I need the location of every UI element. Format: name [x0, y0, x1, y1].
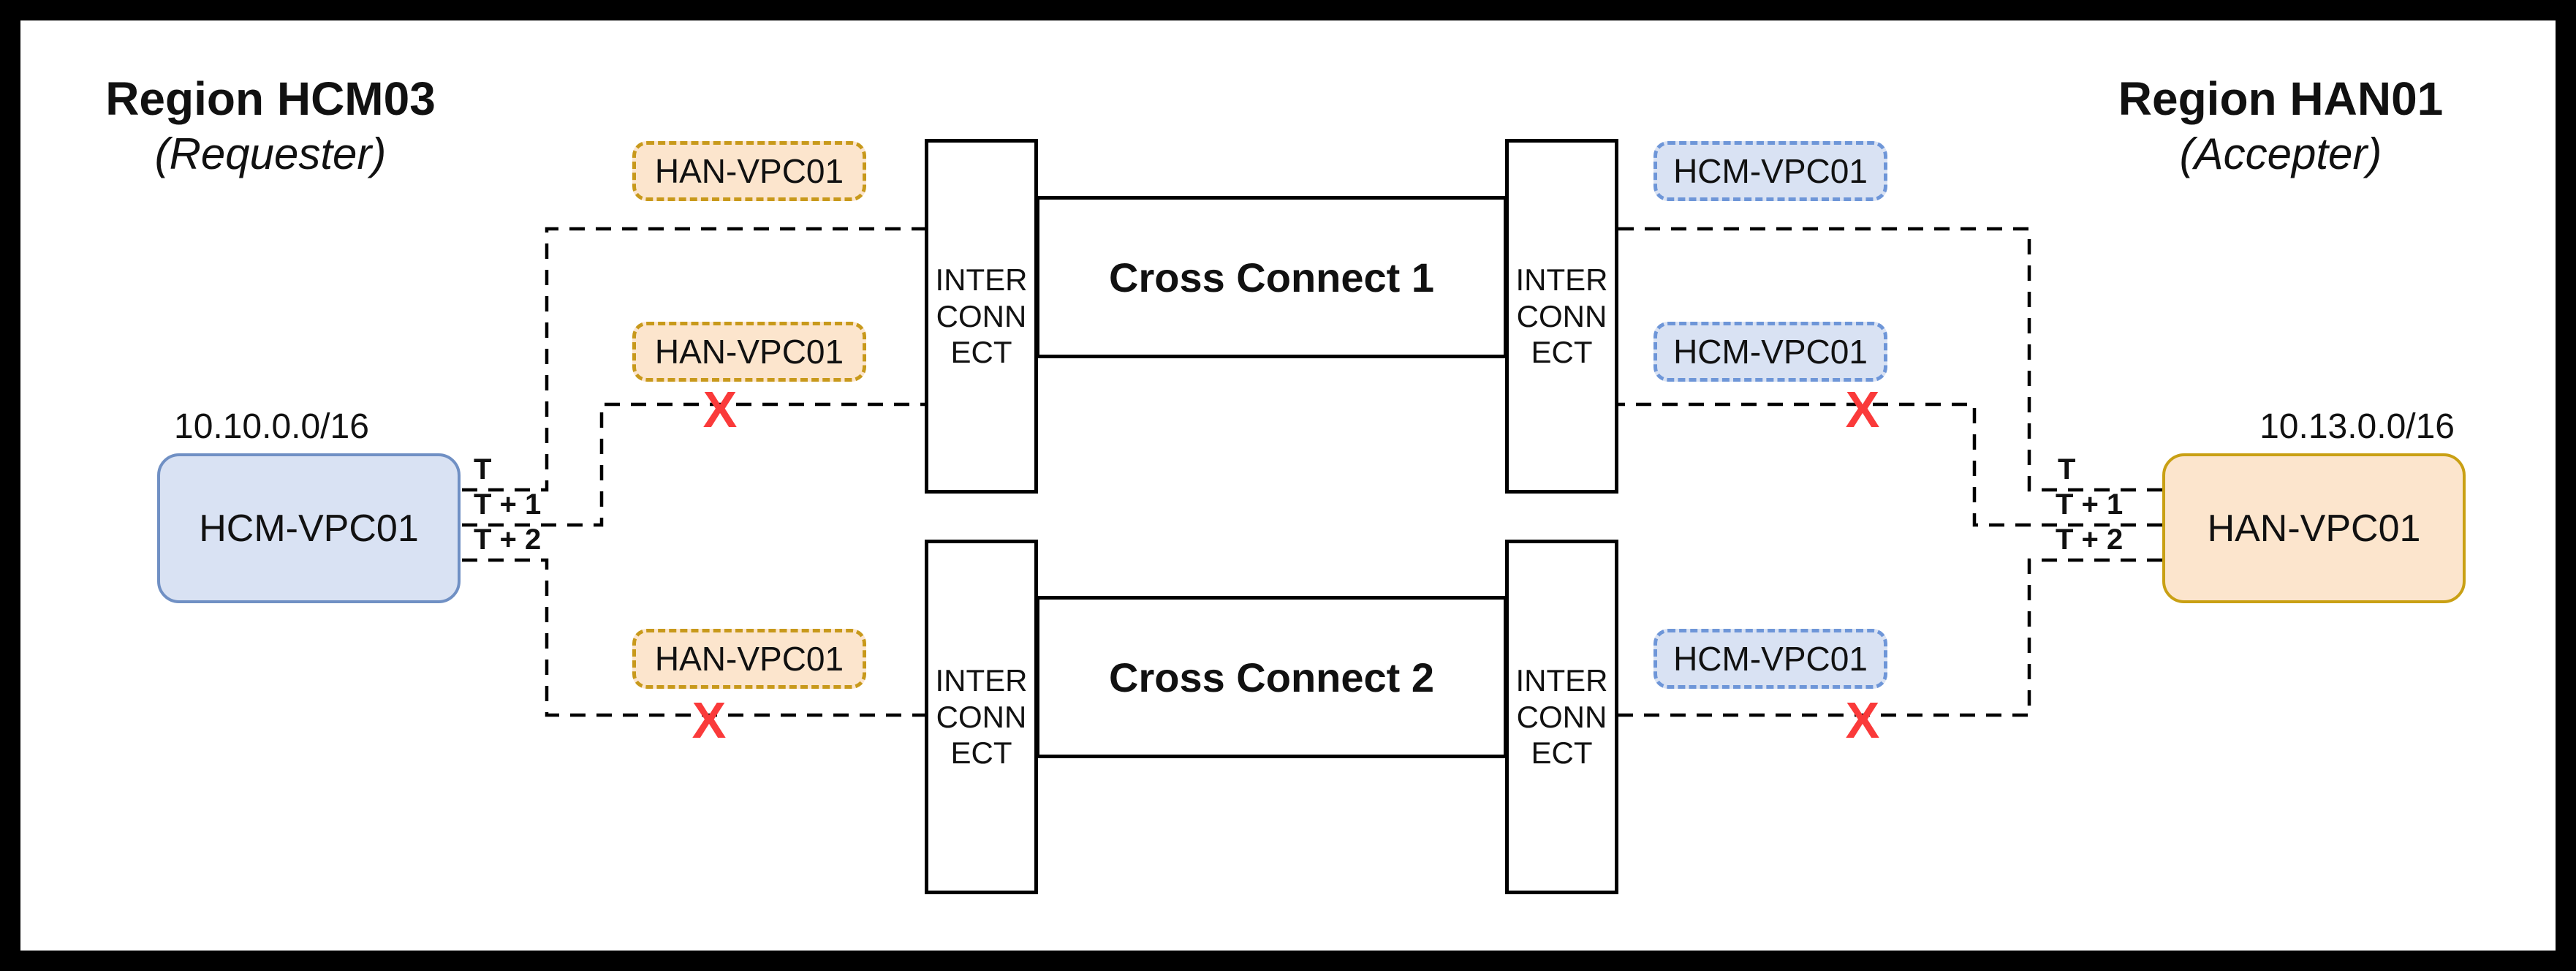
- failure-x-right-t2: X: [1845, 692, 1880, 749]
- peering-badge-han-t-label: HAN-VPC01: [654, 152, 844, 190]
- route-t-right: [1618, 227, 2162, 492]
- peering-badge-hcm-t: HCM-VPC01: [1653, 141, 1887, 201]
- region-title-right: Region HAN01: [2118, 72, 2444, 125]
- route-t2-left: [462, 558, 925, 717]
- vpc-box-hcm-label: HCM-VPC01: [199, 507, 419, 550]
- cross-connect-1-box: Cross Connect 1: [1036, 196, 1507, 358]
- interconnect-cc2-right: INTER CONN ECT: [1505, 540, 1618, 894]
- interconnect-cc1-left: INTER CONN ECT: [925, 139, 1038, 494]
- vpc-box-hcm: HCM-VPC01: [157, 453, 461, 603]
- timeline-label-t2-left: T + 2: [474, 524, 542, 556]
- timeline-label-t-right: T: [2058, 453, 2076, 486]
- failure-x-left-t1: X: [702, 381, 738, 438]
- failure-x-right-t1: X: [1845, 381, 1880, 438]
- peering-badge-hcm-t2: HCM-VPC01: [1653, 629, 1887, 689]
- peering-badge-han-t1: HAN-VPC01: [632, 322, 866, 382]
- peering-badge-han-t1-label: HAN-VPC01: [654, 333, 844, 371]
- peering-badge-han-t2-label: HAN-VPC01: [654, 640, 844, 678]
- interconnect-cc2-left: INTER CONN ECT: [925, 540, 1038, 894]
- cidr-label-left: 10.10.0.0/16: [174, 407, 369, 446]
- region-subtitle-right: (Accepter): [2179, 129, 2382, 178]
- region-subtitle-left: (Requester): [154, 129, 387, 178]
- timeline-label-t-left: T: [474, 453, 492, 486]
- peering-badge-han-t2: HAN-VPC01: [632, 629, 866, 689]
- peering-badge-hcm-t2-label: HCM-VPC01: [1673, 640, 1868, 678]
- timeline-label-t2-right: T + 2: [2056, 524, 2124, 556]
- cidr-label-right: 10.13.0.0/16: [2259, 407, 2455, 446]
- failure-x-left-t2: X: [692, 692, 727, 749]
- region-title-left: Region HCM03: [105, 72, 436, 125]
- route-t1-left: [462, 402, 925, 527]
- cross-connect-1-label: Cross Connect 1: [1109, 254, 1434, 301]
- timeline-label-t1-left: T + 1: [474, 488, 542, 521]
- peering-badge-hcm-t1-label: HCM-VPC01: [1673, 333, 1868, 371]
- peering-badge-hcm-t-label: HCM-VPC01: [1673, 152, 1868, 190]
- route-t-left: [462, 227, 925, 492]
- interconnect-cc1-right: INTER CONN ECT: [1505, 139, 1618, 494]
- vpc-box-han: HAN-VPC01: [2162, 453, 2466, 603]
- peering-badge-han-t: HAN-VPC01: [632, 141, 866, 201]
- vpc-box-han-label: HAN-VPC01: [2207, 507, 2421, 550]
- timeline-label-t1-right: T + 1: [2056, 488, 2124, 521]
- cross-connect-2-label: Cross Connect 2: [1109, 654, 1434, 700]
- route-t2-right: [1618, 558, 2162, 717]
- cross-connect-2-box: Cross Connect 2: [1036, 596, 1507, 758]
- route-t1-right: [1618, 402, 2162, 527]
- peering-badge-hcm-t1: HCM-VPC01: [1653, 322, 1887, 382]
